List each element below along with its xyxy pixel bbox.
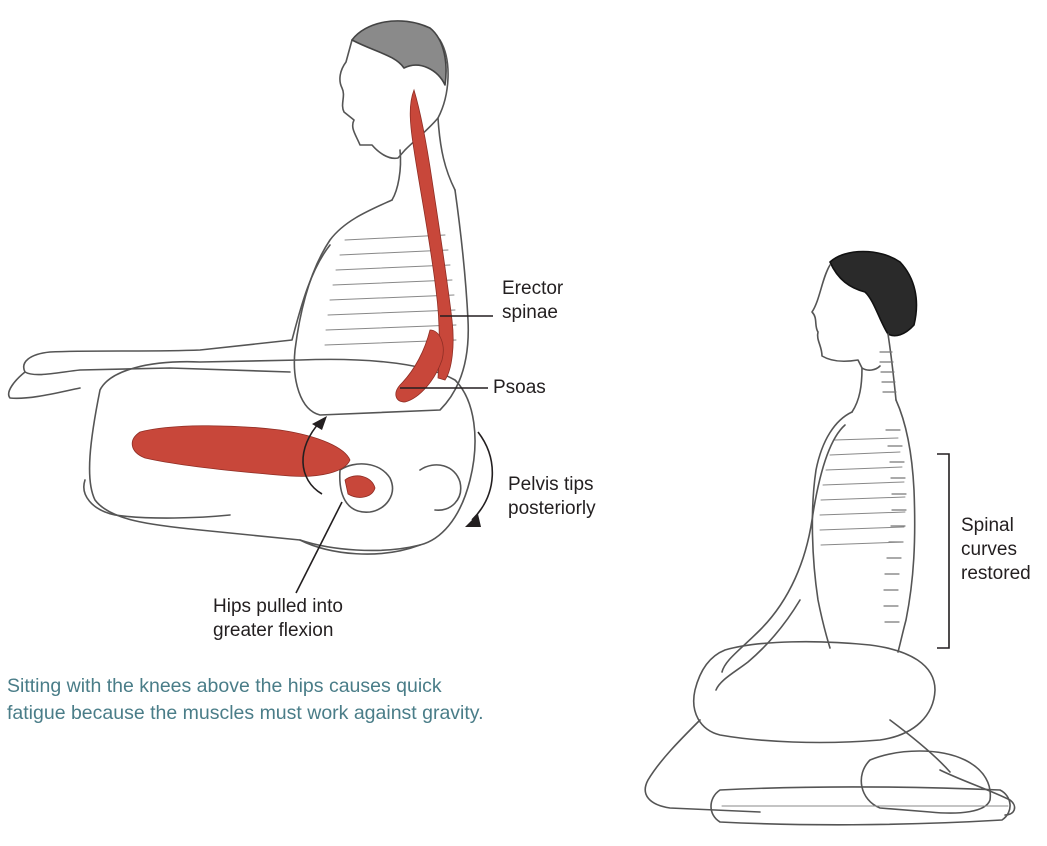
pelvis-arrowhead — [465, 514, 481, 527]
spinal-curves-bracket — [937, 454, 949, 648]
hip-flexor-muscle — [132, 426, 350, 477]
figure1-arm — [24, 245, 330, 375]
figure2-hair — [830, 252, 916, 336]
cushion — [861, 751, 990, 813]
psoas-muscle — [396, 330, 443, 402]
erector-spinae-label: Erector spinae — [502, 277, 563, 325]
hips-flexion-label: Hips pulled into greater flexion — [213, 595, 343, 643]
psoas-label: Psoas — [493, 376, 546, 400]
figure-caption: Sitting with the knees above the hips ca… — [7, 673, 607, 727]
seated-cross-legged-figure — [9, 21, 475, 554]
spine-vertebrae — [880, 352, 906, 622]
kneeling-figure — [645, 252, 1014, 825]
spinal-curves-label: Spinal curves restored — [961, 514, 1031, 586]
pelvis-tips-label: Pelvis tips posteriorly — [508, 473, 596, 521]
